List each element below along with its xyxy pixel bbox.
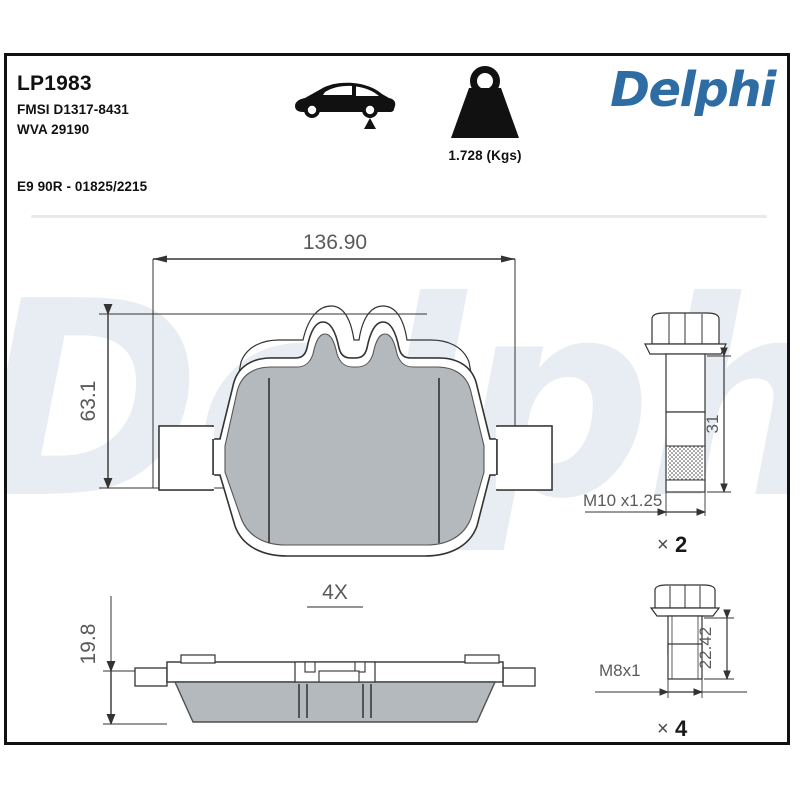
bolt-large-quantity-label: 2 — [675, 532, 687, 557]
weight-block: 1.728 (Kgs) — [425, 66, 545, 163]
brake-pad-front-view — [158, 305, 553, 557]
part-number: LP1983 — [17, 72, 92, 95]
brake-pad-side-view — [134, 654, 536, 723]
delphi-logo: Delphi — [610, 62, 776, 118]
ece-approval-code: E9 90R - 01825/2215 — [17, 179, 148, 194]
bolt-large-length-label: 31 — [703, 415, 722, 434]
bolt-large-quantity: × 2 — [657, 532, 687, 557]
bolt-large-assembly: 31 M10 x1.25 × 2 — [583, 312, 731, 557]
bolt-small-thread-label: M8x1 — [599, 661, 641, 680]
dimension-width-label: 136.90 — [303, 231, 367, 254]
bolt-small-quantity: × 4 — [657, 716, 688, 741]
bolt-large-thread-label: M10 x1.25 — [583, 491, 662, 510]
bolt-small-thread-spec: M8x1 — [595, 661, 747, 698]
bolt-large-head — [644, 312, 727, 355]
weight-icon — [451, 66, 519, 138]
weight-value: 1.728 (Kgs) — [448, 148, 522, 163]
part-codes: LP1983 FMSI D1317-8431 WVA 29190 — [17, 72, 129, 142]
fmsi-code: FMSI D1317-8431 — [17, 102, 129, 117]
dimension-thickness-label: 19.8 — [77, 624, 100, 665]
side-view-center-detail — [294, 661, 376, 718]
wva-code: WVA 29190 — [17, 122, 90, 137]
bolt-small-length-label: 22.42 — [696, 627, 715, 670]
bolt-small-length-dimension: 22.42 — [696, 609, 734, 680]
dimension-height-label: 63.1 — [77, 381, 100, 422]
dimension-width: 136.90 — [152, 231, 516, 488]
bolt-small-thread — [667, 643, 703, 680]
bolt-large-shank — [665, 353, 706, 413]
side-view-quantity-label: 4X — [322, 581, 348, 604]
dimension-thickness: 19.8 — [77, 596, 167, 726]
bolt-small-quantity-label: 4 — [675, 716, 688, 741]
bolt-large-length-dimension: 31 — [703, 347, 731, 493]
car-rear-axle-icon — [295, 82, 396, 129]
header-block: LP1983 FMSI D1317-8431 WVA 29190 E9 90R … — [7, 56, 787, 214]
drawing-frame: Delphi LP1983 FMSI D1317-8431 WVA 29190 … — [4, 53, 790, 745]
bolt-large-thread-spec: M10 x1.25 — [583, 491, 706, 516]
technical-drawing: 136.90 63.1 — [77, 231, 747, 741]
bolt-large-quantity-x: × — [657, 534, 669, 556]
header-separator — [31, 215, 767, 218]
bolt-small-assembly: 22.42 M8x1 × 4 — [595, 584, 747, 741]
side-view-quantity: 4X — [307, 581, 363, 608]
bolt-small-quantity-x: × — [657, 718, 669, 740]
bolt-small-head — [649, 584, 721, 617]
